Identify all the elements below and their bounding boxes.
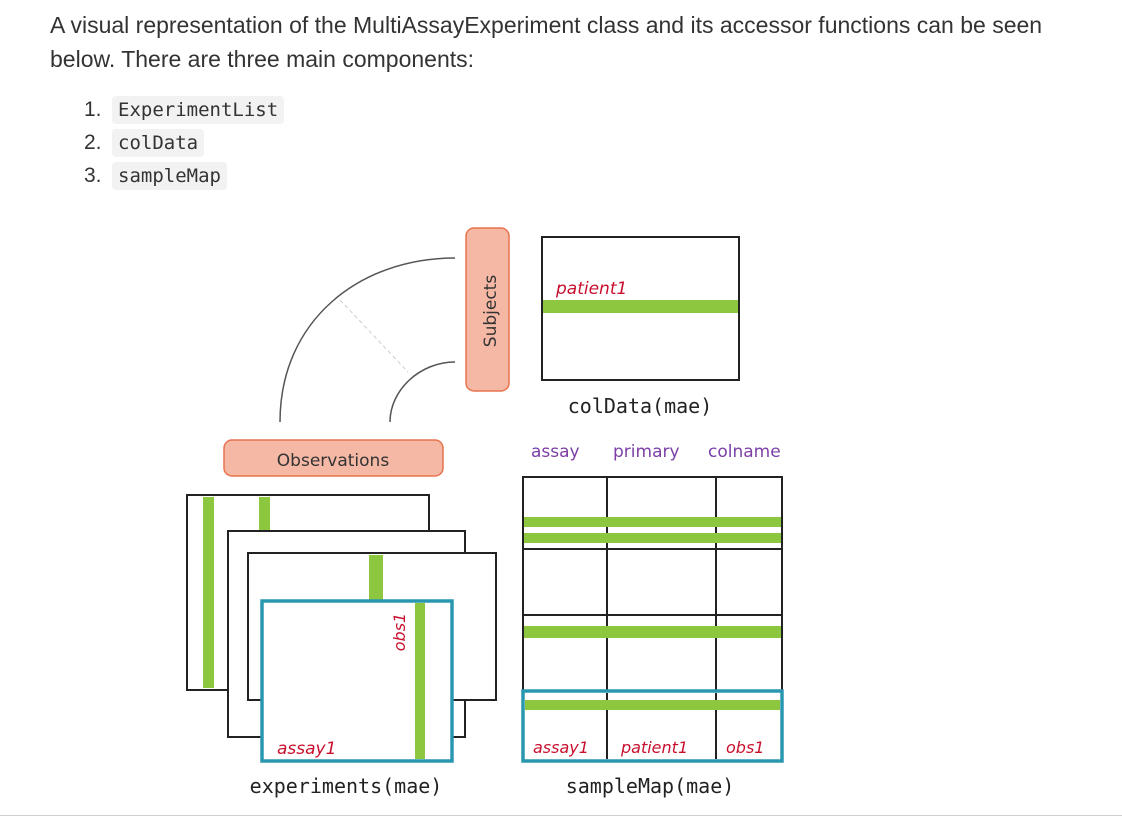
obs1-column-bar xyxy=(415,603,425,759)
samplemap-header-colname: colname xyxy=(708,442,781,462)
component-code: colData xyxy=(112,128,205,157)
observations-label: Observations xyxy=(277,451,390,471)
obs1-label: obs1 xyxy=(390,613,409,651)
subjects-label: Subjects xyxy=(481,275,501,348)
experiments-caption: experiments(mae) xyxy=(250,774,443,798)
experiment-obs-bar xyxy=(203,497,214,688)
component-code: sampleMap xyxy=(112,161,227,190)
list-number: 2. xyxy=(84,130,102,154)
coldata-caption: colData(mae) xyxy=(568,394,713,418)
samplemap-row-bar xyxy=(525,700,780,710)
assay1-label: assay1 xyxy=(277,739,336,759)
samplemap-table xyxy=(522,476,783,692)
component-code: ExperimentList xyxy=(112,95,285,124)
experiment-obs-bar xyxy=(259,497,270,530)
list-item: 1. ExperimentList xyxy=(84,93,285,126)
experiment-obs-bar xyxy=(369,555,383,601)
samplemap-cell-colname: obs1 xyxy=(726,738,764,757)
samplemap-header-assay: assay xyxy=(531,442,580,462)
samplemap-row-bar xyxy=(524,626,781,638)
list-item: 2. colData xyxy=(84,126,284,159)
samplemap-cell-primary: patient1 xyxy=(620,738,688,757)
observations-box xyxy=(223,439,444,477)
samplemap-row-bar xyxy=(524,533,781,543)
samplemap-header-primary: primary xyxy=(613,442,680,462)
inner-arc xyxy=(389,361,456,423)
subjects-box xyxy=(465,227,510,392)
section-divider xyxy=(0,815,1122,816)
samplemap-cell-assay: assay1 xyxy=(533,738,589,757)
components-list: 1. ExperimentList 2. colData 3. sampleMa… xyxy=(84,93,285,192)
samplemap-caption: sampleMap(mae) xyxy=(566,774,735,798)
list-item: 3. sampleMap xyxy=(84,159,284,192)
coldata-row-bar xyxy=(543,300,738,313)
outer-arc xyxy=(279,257,456,423)
list-number: 3. xyxy=(84,163,102,187)
samplemap-row-bar xyxy=(524,517,781,527)
list-number: 1. xyxy=(84,97,102,121)
intro-paragraph: A visual representation of the MultiAssa… xyxy=(50,12,1043,72)
coldata-row-label: patient1 xyxy=(555,279,627,299)
arc-dashed-line xyxy=(339,299,409,373)
